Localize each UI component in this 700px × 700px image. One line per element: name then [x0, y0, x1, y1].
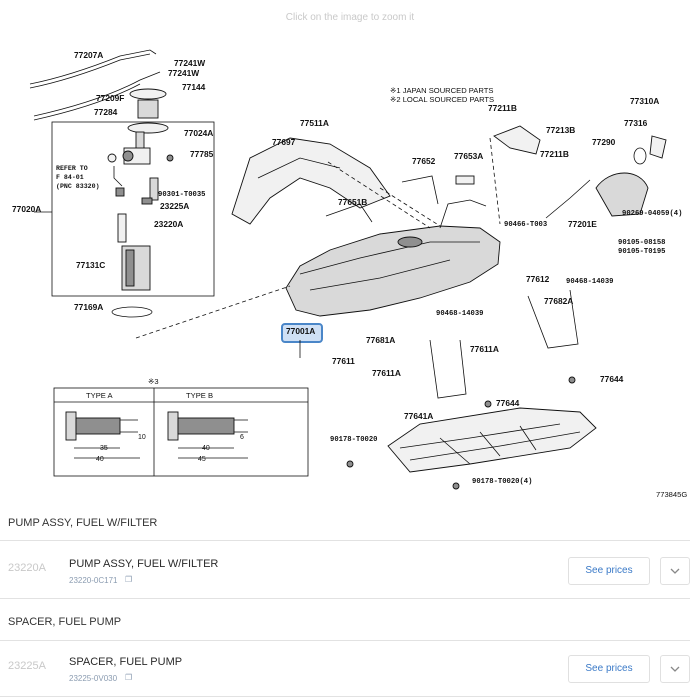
part-name: SPACER, FUEL PUMP [69, 656, 183, 668]
part-number[interactable]: 23220-0C171 [69, 576, 118, 585]
tank-brackets [346, 289, 597, 490]
section-title-spacer: SPACER, FUEL PUMP [8, 616, 122, 628]
fuel-pump-inset [29, 49, 215, 318]
zoom-hint: Click on the image to zoom it [285, 12, 415, 23]
fuel-tank [231, 125, 667, 343]
expand-button[interactable] [660, 655, 690, 683]
part-row-23225a[interactable]: 23225A SPACER, FUEL PUMP 23225-0V030 ❐ S… [0, 648, 700, 696]
ref-code: 23225A [8, 660, 46, 672]
copy-icon[interactable]: ❐ [125, 575, 133, 584]
see-prices-button[interactable]: See prices [568, 655, 650, 683]
chevron-down-icon [670, 568, 680, 574]
bolt-type-table [53, 387, 309, 477]
selected-part-highlight[interactable] [281, 323, 323, 343]
divider [0, 696, 690, 697]
divider [0, 540, 690, 541]
part-row-23220a[interactable]: 23220A PUMP ASSY, FUEL W/FILTER 23220-0C… [0, 550, 700, 598]
ref-code: 23220A [8, 562, 46, 574]
parts-diagram[interactable] [0, 28, 700, 500]
part-number[interactable]: 23225-0V030 [69, 674, 118, 683]
see-prices-button[interactable]: See prices [568, 557, 650, 585]
leader-lines [135, 137, 501, 358]
divider [0, 598, 690, 599]
copy-icon[interactable]: ❐ [125, 673, 133, 682]
divider [0, 640, 690, 641]
part-name: PUMP ASSY, FUEL W/FILTER [69, 558, 219, 570]
chevron-down-icon [670, 666, 680, 672]
section-title-pump-assy: PUMP ASSY, FUEL W/FILTER [8, 517, 158, 529]
expand-button[interactable] [660, 557, 690, 585]
